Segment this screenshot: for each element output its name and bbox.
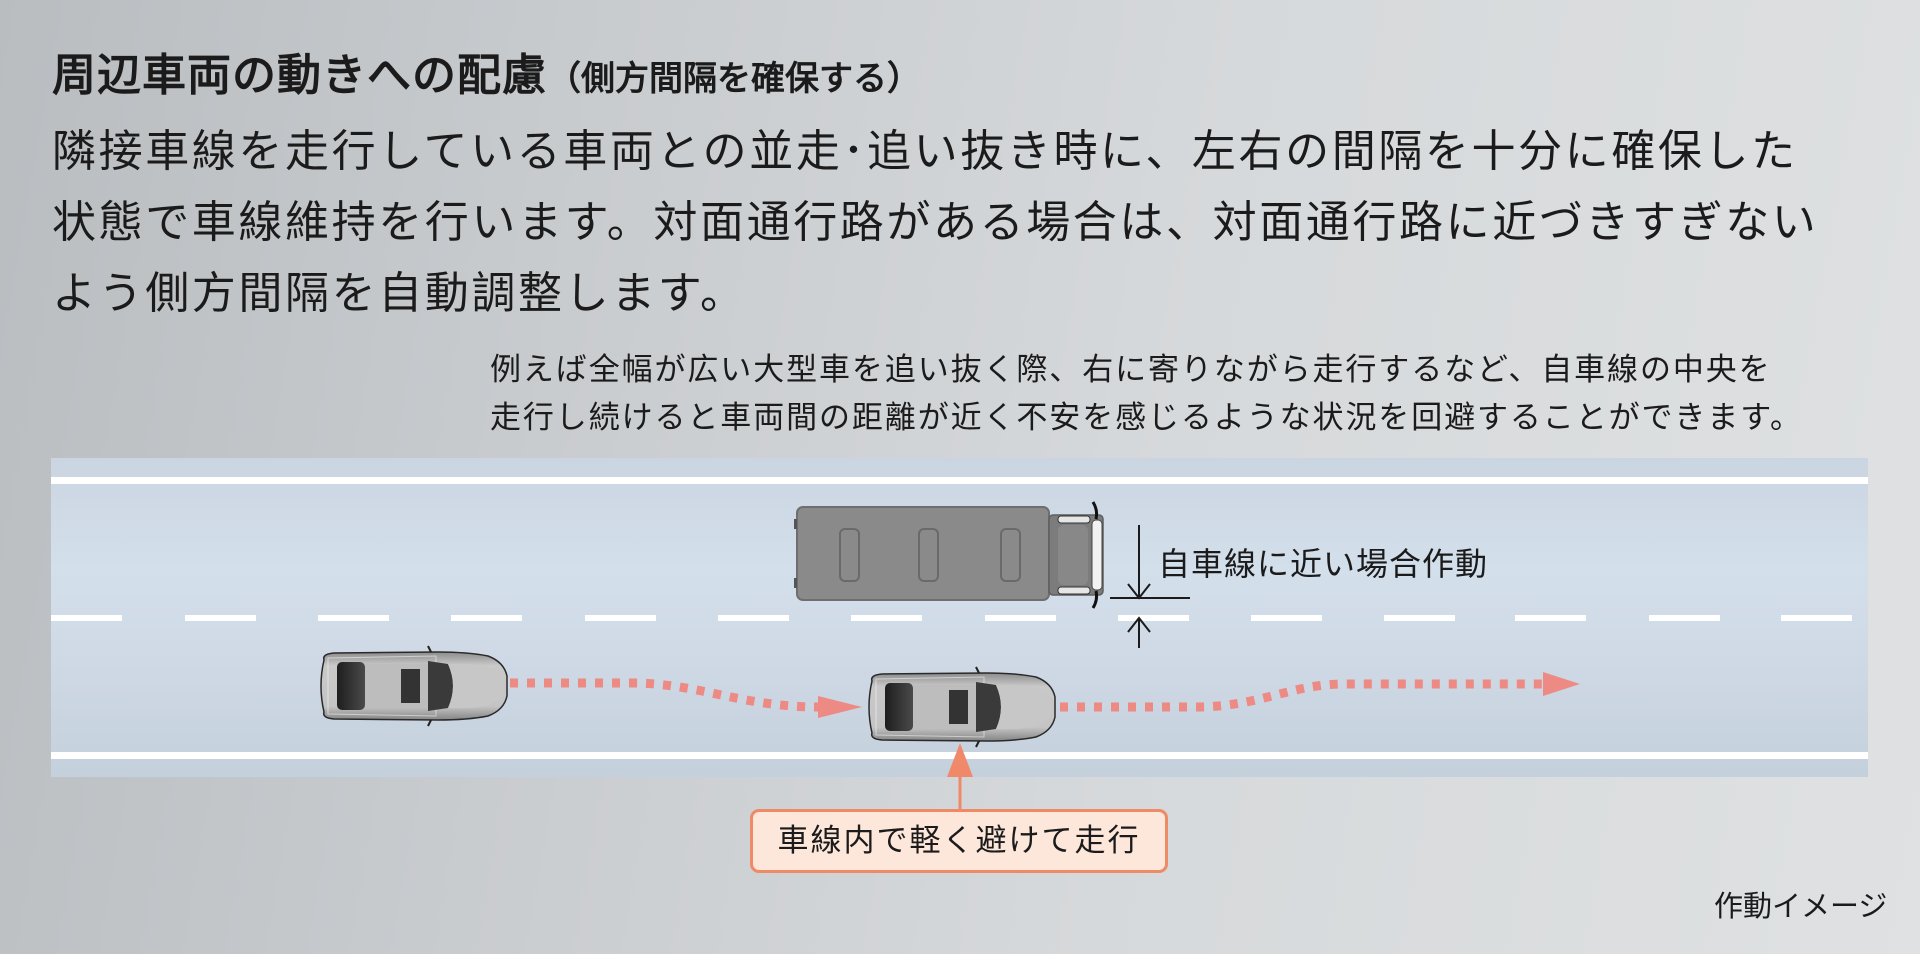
note-line: 走行し続けると車両間の距離が近く不安を感じるような状況を回避することができます。 bbox=[490, 400, 1803, 436]
callout-pointer-arrow bbox=[947, 743, 973, 809]
lane-dash bbox=[851, 615, 922, 621]
lane-dash bbox=[1781, 615, 1852, 621]
example-note: 例えば全幅が広い大型車を追い抜く際、右に寄りながら走行するなど、自車線の中央を … bbox=[490, 346, 1803, 442]
page-title: 周辺車両の動きへの配慮（側方間隔を確保する） bbox=[52, 50, 921, 105]
lane-dash bbox=[1251, 615, 1322, 621]
dimension-label: 自車線に近い場合作動 bbox=[1158, 545, 1489, 583]
own-car-avoiding bbox=[868, 666, 1056, 748]
dimension-arrows bbox=[1110, 525, 1190, 648]
title-main: 周辺車両の動きへの配慮 bbox=[52, 50, 547, 101]
lane-dash bbox=[451, 615, 522, 621]
lane-dash bbox=[985, 615, 1056, 621]
description-line: よう側方間隔を自動調整します。 bbox=[52, 268, 747, 319]
description: 隣接車線を走行している車両との並走･追い抜き時に、左右の間隔を十分に確保した 状… bbox=[52, 116, 1892, 329]
image-caption: 作動イメージ bbox=[1714, 889, 1888, 923]
note-line: 例えば全幅が広い大型車を追い抜く際、右に寄りながら走行するなど、自車線の中央を bbox=[490, 352, 1772, 388]
road-edge-line-top bbox=[51, 477, 1868, 484]
path-arrow-before bbox=[510, 678, 862, 718]
lane-dash bbox=[185, 615, 256, 621]
lane-dash bbox=[1118, 615, 1189, 621]
lane-dash bbox=[585, 615, 656, 621]
lane-dash bbox=[1649, 615, 1720, 621]
lane-dash bbox=[1384, 615, 1455, 621]
lane-dash bbox=[718, 615, 789, 621]
callout-box: 車線内で軽く避けて走行 bbox=[750, 809, 1168, 873]
lane-dash bbox=[51, 615, 122, 621]
own-car-before bbox=[320, 645, 508, 727]
path-arrow-after bbox=[1060, 672, 1580, 712]
description-line: 状態で車線維持を行います。対面通行路がある場合は、対面通行路に近づきすぎない bbox=[52, 197, 1819, 248]
adjacent-truck bbox=[794, 501, 1104, 609]
description-line: 隣接車線を走行している車両との並走･追い抜き時に、左右の間隔を十分に確保した bbox=[52, 126, 1798, 177]
lane-dash bbox=[1515, 615, 1586, 621]
title-sub: （側方間隔を確保する） bbox=[547, 59, 921, 99]
lane-dash bbox=[318, 615, 389, 621]
